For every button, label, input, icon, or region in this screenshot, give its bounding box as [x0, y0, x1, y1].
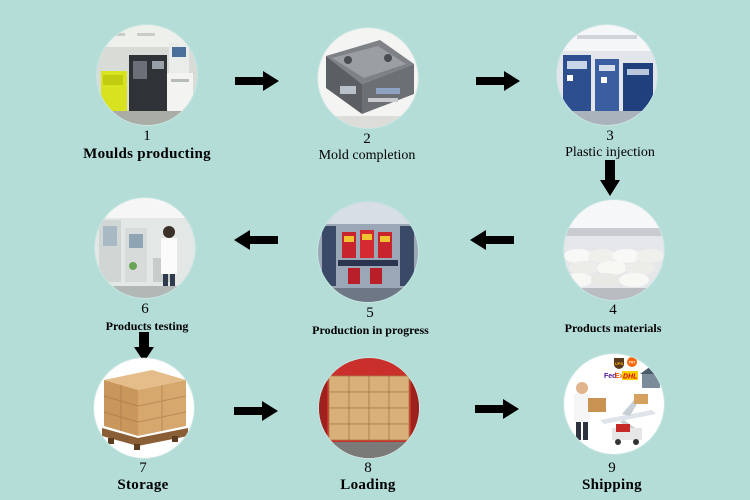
- step-number: 3: [606, 128, 614, 144]
- products-testing-photo: [95, 198, 195, 298]
- svg-text:UPS: UPS: [615, 361, 624, 366]
- arrow-left-icon: [470, 230, 514, 250]
- production-in-progress-photo: [318, 202, 418, 302]
- shipping-photo: Fed Ex DHL UPS TNT: [564, 354, 664, 454]
- mold-completion-photo: [318, 28, 418, 128]
- step-number: 6: [141, 301, 149, 317]
- plastic-injection-photo: [557, 25, 657, 125]
- step-number: 1: [143, 128, 151, 144]
- step-label: Plastic injection: [565, 145, 655, 160]
- step-label: Storage: [117, 477, 169, 493]
- step-label: Production in progress: [312, 323, 429, 337]
- arrow-right-icon: [475, 399, 519, 419]
- step-label: Shipping: [582, 477, 642, 493]
- step-label: Mold completion: [318, 148, 416, 163]
- svg-text:DHL: DHL: [623, 374, 637, 381]
- shipping-logistics-illustration: Fed Ex DHL UPS TNT: [564, 354, 664, 454]
- step-number: 9: [608, 460, 616, 476]
- step-number: 8: [364, 460, 372, 476]
- container-loading-illustration: [319, 358, 419, 458]
- ups-logo: UPS: [614, 358, 624, 369]
- step-number: 2: [363, 131, 371, 147]
- laboratory-illustration: [95, 198, 195, 298]
- dhl-logo: DHL: [622, 371, 638, 381]
- boxes-on-pallet-illustration: [94, 358, 194, 458]
- arrow-right-icon: [235, 71, 279, 91]
- svg-text:Ex: Ex: [615, 373, 624, 380]
- step-number: 7: [139, 460, 147, 476]
- steel-mold-illustration: [318, 28, 418, 128]
- injection-machines-illustration: [557, 25, 657, 125]
- step-number: 4: [609, 302, 617, 318]
- svg-text:Fed: Fed: [604, 373, 616, 380]
- tnt-logo: TNT: [627, 357, 637, 367]
- step-number: 5: [366, 305, 374, 321]
- assembly-line-illustration: [318, 202, 418, 302]
- storage-photo: [94, 358, 194, 458]
- step-label: Products testing: [105, 319, 189, 333]
- material-sacks-illustration: [564, 200, 664, 300]
- step-label: Loading: [340, 477, 396, 493]
- arrow-right-icon: [476, 71, 520, 91]
- arrow-down-icon: [134, 332, 154, 362]
- svg-text:TNT: TNT: [629, 361, 637, 365]
- arrow-right-icon: [234, 401, 278, 421]
- arrow-left-icon: [234, 230, 278, 250]
- loading-photo: [319, 358, 419, 458]
- step-label: Moulds producting: [83, 146, 211, 162]
- products-materials-photo: [564, 200, 664, 300]
- moulds-producting-photo: [97, 25, 197, 125]
- cnc-machine-illustration: [97, 25, 197, 125]
- fedex-logo: Fed Ex: [604, 373, 624, 380]
- step-label: Products materials: [564, 321, 662, 335]
- arrow-down-icon: [600, 160, 620, 196]
